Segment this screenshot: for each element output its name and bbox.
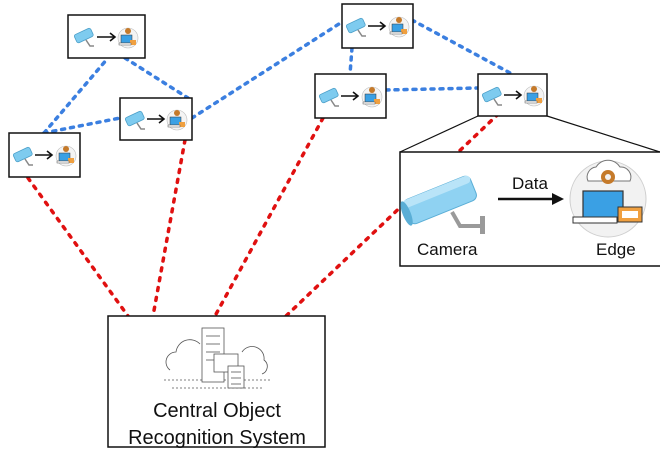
data-arrow-label: Data — [512, 174, 548, 193]
edge-server-icon — [523, 85, 545, 107]
mesh-link — [123, 56, 190, 100]
node-box — [341, 3, 414, 49]
central-system-box — [107, 315, 326, 448]
edge-server-icon — [166, 109, 188, 131]
camera-icon — [400, 175, 485, 234]
arrow-icon — [35, 150, 54, 160]
central-link — [213, 116, 325, 318]
camera-label: Camera — [417, 240, 478, 259]
central-system-title: Central Object Recognition System — [112, 398, 322, 452]
edge-server-icon — [117, 27, 139, 49]
central-links — [26, 98, 515, 318]
arrow-icon — [97, 32, 117, 42]
node-box — [67, 14, 146, 59]
edge-server-icon — [55, 145, 77, 167]
mesh-link — [190, 20, 344, 120]
central-link — [26, 176, 130, 318]
node-box — [314, 73, 387, 119]
mesh-link — [42, 116, 122, 135]
arrow-icon — [498, 193, 564, 205]
central-title-line1: Central Object — [153, 400, 281, 422]
mesh-link — [384, 86, 480, 92]
zoom-line — [546, 115, 660, 153]
central-title-line2: Recognition System — [128, 427, 306, 449]
central-link — [284, 98, 515, 318]
edge-label: Edge — [596, 240, 636, 259]
arrow-icon — [504, 90, 523, 100]
node-box — [477, 73, 548, 117]
mesh-link — [410, 18, 514, 76]
edge-server-icon — [388, 16, 410, 38]
arrow-icon — [368, 21, 387, 31]
arrow-icon — [147, 114, 166, 124]
zoom-line — [399, 115, 479, 153]
detail-box — [399, 151, 660, 267]
node-box — [119, 97, 193, 141]
central-link — [151, 138, 187, 318]
cloud-server-icon — [164, 327, 270, 389]
arrow-icon — [341, 91, 360, 101]
edge-server-icon — [569, 159, 647, 238]
node-box — [8, 132, 81, 178]
mesh-links — [42, 18, 514, 135]
mesh-link — [348, 46, 354, 76]
mesh-link — [42, 56, 110, 135]
edge-server-icon — [361, 86, 383, 108]
